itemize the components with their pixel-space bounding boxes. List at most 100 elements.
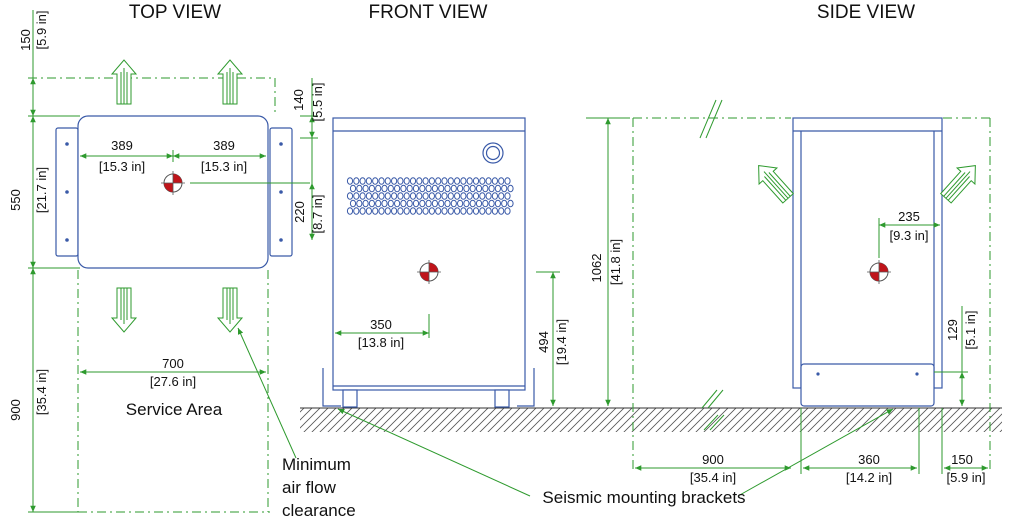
louvre-slot	[397, 192, 404, 200]
louvre-slot	[479, 207, 486, 215]
dim-service-mm: 900	[8, 399, 23, 421]
louvre-slot	[365, 177, 372, 185]
louvre-slot	[381, 199, 388, 208]
dim-half-right-mm: 389	[213, 138, 235, 153]
louvre-slot	[384, 207, 391, 215]
louvre-slot	[501, 199, 508, 208]
louvre-slot	[472, 207, 480, 215]
airflow-arrow-icon	[936, 157, 985, 207]
louvre-slot	[387, 184, 394, 193]
louvre-slot	[504, 192, 511, 200]
louvre-slot	[469, 184, 476, 193]
louvre-slot	[365, 192, 372, 200]
dim-top-clearance-mm: 150	[18, 29, 33, 51]
top-view-title: TOP VIEW	[129, 2, 221, 23]
side-view-title: SIDE VIEW	[817, 2, 915, 23]
louvre-slot	[479, 192, 486, 200]
louvre-slot	[403, 177, 410, 185]
louvre-slot	[400, 199, 407, 208]
louvre-slot	[454, 177, 461, 185]
louvre-slot	[362, 184, 369, 193]
dim-service-in: [35.4 in]	[34, 369, 49, 415]
louvre-slot	[457, 199, 464, 208]
louvre-slot	[375, 199, 382, 208]
louvre-slot	[447, 177, 454, 185]
louvre-slot	[368, 199, 375, 208]
louvre-slot	[444, 184, 451, 193]
dim-top-clearance-in: [5.9 in]	[34, 10, 49, 49]
louvre-slot	[422, 207, 429, 215]
louvre-slot	[466, 177, 473, 185]
louvre-slot	[438, 184, 445, 193]
louvre-slot	[498, 177, 505, 185]
louvre-slot	[419, 199, 426, 208]
louvre-slot	[494, 199, 501, 208]
louvre-slot	[346, 207, 354, 215]
dim-side-base-mm: 360	[858, 452, 880, 467]
airflow-arrow-icon	[217, 59, 243, 105]
louvre-slot	[378, 207, 385, 215]
louvre-slot	[450, 184, 457, 193]
side-base-bracket	[800, 363, 935, 407]
dim-width-mm: 700	[162, 356, 184, 371]
louvre-slot	[450, 199, 457, 208]
ground-line	[300, 407, 1002, 432]
louvre-slot	[409, 207, 417, 215]
louvre-slot	[488, 184, 495, 193]
dim-base-height-in: [5.1 in]	[963, 310, 978, 349]
airflow-arrow-icon	[749, 157, 798, 207]
louvre-slot	[372, 207, 379, 215]
louvre-slot	[406, 184, 413, 193]
louvre-slot	[444, 199, 451, 208]
dim-depth-in: [21.7 in]	[34, 167, 49, 213]
dim-front-cog-x-in: [13.8 in]	[358, 335, 404, 350]
louvre-slot	[425, 199, 432, 208]
louvre-slot	[391, 177, 398, 185]
side-view: 1062 [41.8 in] 235 [9.3 in] 129 [5.1 in]…	[586, 99, 991, 497]
louvre-slot	[375, 184, 382, 193]
dim-cog-depth-in: [8.7 in]	[310, 194, 325, 233]
louvre-slot	[435, 207, 442, 215]
louvre-slot	[504, 177, 511, 185]
louvre-slot	[391, 192, 398, 200]
louvre-slot	[356, 184, 363, 193]
louvre-slot	[454, 192, 461, 200]
front-view-title: FRONT VIEW	[369, 2, 488, 23]
dim-side-rear-clear-in: [5.9 in]	[946, 470, 985, 485]
airflow-label-line2: air flow	[282, 478, 337, 497]
dim-cog-height-in: [19.4 in]	[554, 319, 569, 365]
dim-cog-height-mm: 494	[536, 331, 551, 353]
louvre-slot	[378, 192, 385, 200]
louvre-slot	[441, 177, 448, 185]
louvre-slot	[353, 207, 360, 215]
louvre-slot	[447, 207, 454, 215]
louvre-slot	[428, 192, 435, 200]
louvre-slot	[378, 177, 385, 185]
louvre-slot	[441, 207, 448, 215]
louvre-slot	[428, 177, 435, 185]
airflow-label-line1: Minimum	[282, 455, 351, 474]
louvre-slot	[353, 192, 360, 200]
louvre-slot	[359, 207, 366, 215]
dim-half-left-mm: 389	[111, 138, 133, 153]
dim-side-front-clear-in: [35.4 in]	[690, 470, 736, 485]
dim-height-in: [41.8 in]	[608, 239, 623, 285]
louvre-slot	[472, 192, 480, 200]
seismic-brackets-label: Seismic mounting brackets	[542, 488, 745, 507]
front-right-seismic-bracket	[517, 368, 535, 407]
louvre-slot	[491, 207, 498, 215]
louvre-slot	[485, 192, 492, 200]
louvre-slot	[346, 177, 354, 185]
louvre-slot	[454, 207, 461, 215]
louvre-slot	[498, 192, 505, 200]
airflow-label-line3: clearance	[282, 501, 356, 520]
top-view: 150 [5.9 in] 550 [21.7 in] 900 [35.4 in]…	[8, 10, 356, 520]
louvre-slot	[422, 192, 429, 200]
louvre-slot	[463, 184, 470, 193]
louvre-slot	[438, 199, 445, 208]
louvre-slot	[428, 207, 435, 215]
louvre-slot	[431, 199, 438, 208]
louvre-slot	[460, 177, 467, 185]
dim-cog-depth-mm: 220	[292, 201, 307, 223]
